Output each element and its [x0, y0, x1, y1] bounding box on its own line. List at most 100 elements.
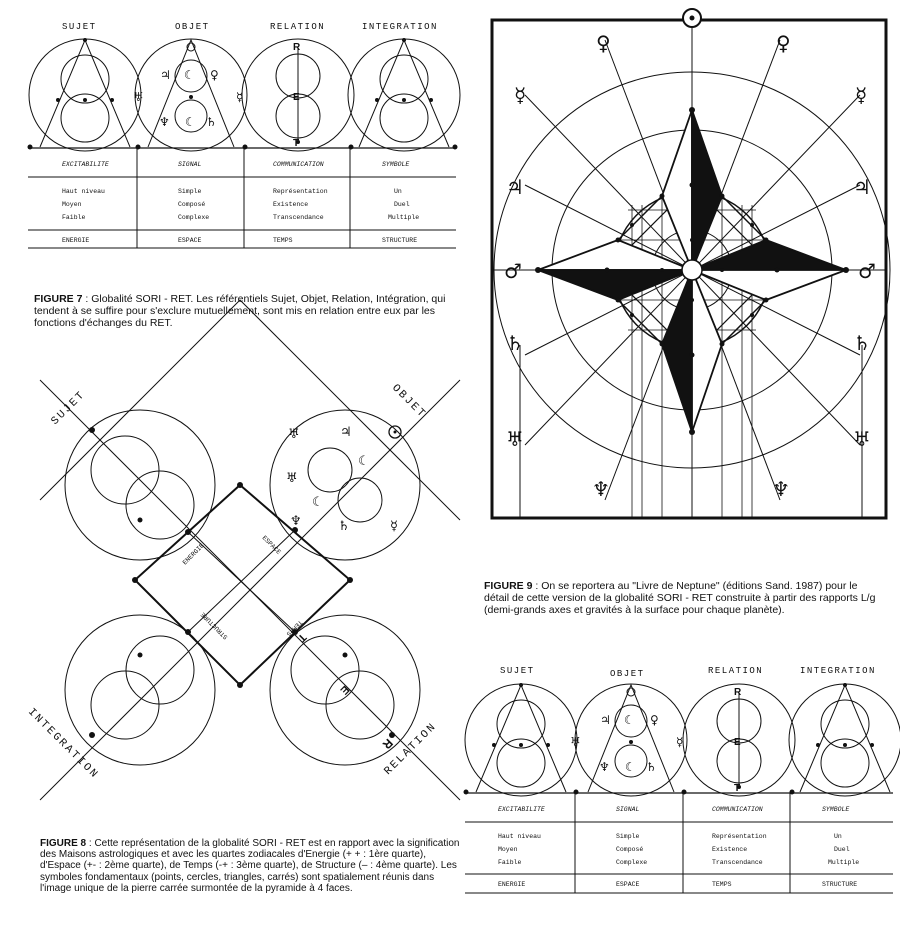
uranus-icon: ♅	[286, 471, 298, 486]
moon-icon: ☾	[185, 115, 196, 129]
fig7-letter-e: E	[293, 92, 300, 103]
fig8-label-integration: INTEGRATION	[25, 706, 100, 781]
jupiter-icon: ♃	[506, 175, 524, 199]
fig7b-col-head: EXCITABILITE	[498, 806, 545, 813]
fig8-central-square	[133, 483, 352, 687]
fig7-cell: Faible	[62, 214, 86, 221]
fig7b-header-relation: RELATION	[708, 666, 763, 676]
saturn-icon: ♄	[506, 331, 524, 355]
fig8-planet-glyphs: ♅ ♃ ☾ ♅ ☾ ♆ ♄ ☿	[286, 425, 398, 534]
fig7-cell: Composé	[178, 201, 205, 208]
fig7b-letter-r: R	[734, 687, 742, 698]
fig7-header-objet: OBJET	[175, 22, 210, 32]
fig8-circle-objet	[269, 409, 421, 561]
fig7-cell: Un	[394, 188, 402, 195]
fig7-small-circle	[174, 99, 208, 133]
fig7-cell: Complexe	[178, 214, 209, 221]
jupiter-icon: ♃	[160, 68, 171, 82]
fig7-header-sujet: SUJET	[62, 22, 97, 32]
fig7-cell: Moyen	[62, 201, 82, 208]
fig7b-small-circle	[614, 704, 648, 738]
fig7-cell: Simple	[178, 188, 202, 195]
fig7b-cell: Haut niveau	[498, 833, 541, 840]
fig7b-cell: Multiple	[828, 859, 859, 866]
uranus-icon: ♅	[133, 90, 144, 104]
fig7b-small-circle	[496, 738, 546, 788]
figure-7: SUJET OBJET RELATION INTEGRATION	[27, 22, 461, 249]
fig7-small-circle	[174, 59, 208, 93]
fig7-col-head: EXCITABILITE	[62, 161, 109, 168]
fig7-col-head: COMMUNICATION	[273, 161, 324, 168]
neptune-icon: ♆	[599, 760, 610, 774]
fig8-small-circle	[290, 635, 360, 705]
fig7b-col-foot: STRUCTURE	[822, 881, 857, 888]
fig7-header-relation: RELATION	[270, 22, 325, 32]
fig7b-col-head: COMMUNICATION	[712, 806, 763, 813]
fig7b-cell: Complexe	[616, 859, 647, 866]
fig7b-col-foot: TEMPS	[712, 881, 732, 888]
fig7-cell: Duel	[394, 201, 410, 208]
fig7b-small-circle	[820, 738, 870, 788]
neptune-icon: ♆	[592, 477, 610, 501]
fig8-circle-sujet	[64, 409, 216, 561]
fig7b-letter-t: T	[734, 783, 740, 794]
fig7b-cell: Faible	[498, 859, 522, 866]
fig7b-cell: Duel	[834, 846, 850, 853]
neptune-icon: ♆	[772, 477, 790, 501]
figure-7-repeat: SUJET OBJET RELATION INTEGRATION	[463, 666, 900, 894]
fig8-square-grid	[187, 531, 296, 633]
mercury-icon: ☿	[514, 83, 526, 107]
fig7-cell: Transcendance	[273, 214, 324, 221]
fig7-letter-t: T	[293, 138, 299, 149]
fig7-small-circle	[60, 93, 110, 143]
fig7b-cell: Représentation	[712, 833, 767, 840]
saturn-icon: ♄	[853, 331, 871, 355]
fig8-letter-r: R	[380, 736, 396, 752]
fig7b-col-head: SIGNAL	[616, 806, 640, 813]
moon-icon: ☾	[625, 760, 636, 774]
fig7b-col-head: SYMBOLE	[822, 806, 849, 813]
uranus-icon: ♅	[570, 735, 581, 749]
fig7-cell: Haut niveau	[62, 188, 105, 195]
fig7b-cell: Existence	[712, 846, 747, 853]
fig7-planet-glyphs: ♃ ☾ ♀ ♅ ☿ ♆ ☾ ♄	[133, 68, 243, 129]
fig9-points	[535, 107, 849, 435]
fig7-col-foot: ESPACE	[178, 237, 202, 244]
fig7-caption-label: FIGURE 7	[34, 293, 83, 305]
fig7-cell: Représentation	[273, 188, 328, 195]
fig8-small-circle	[325, 670, 395, 740]
fig7-small-circle	[379, 93, 429, 143]
jupiter-icon: ♃	[600, 713, 611, 727]
fig7b-letter-e: E	[734, 737, 741, 748]
fig7b-cell: Composé	[616, 846, 643, 853]
fig8-points	[89, 427, 395, 738]
fig8-label-energie: ENERGIE	[181, 542, 205, 566]
fig7-col-head: SYMBOLE	[382, 161, 409, 168]
mars-icon: ♂	[858, 259, 876, 283]
mercury-icon: ☿	[390, 519, 398, 534]
fig8-label-objet: OBJET	[389, 382, 428, 421]
fig8-square-grid	[187, 529, 296, 633]
venus-icon: ♀	[650, 713, 659, 727]
venus-icon: ♀	[210, 68, 219, 82]
mercury-icon: ☿	[676, 735, 683, 749]
neptune-icon: ♆	[290, 514, 302, 529]
jupiter-icon: ♃	[853, 175, 871, 199]
mercury-icon: ☿	[236, 90, 243, 104]
figure-8: ♅ ♃ ☾ ♅ ☾ ♆ ♄ ☿ SUJET OBJET INTEGRATION …	[25, 299, 461, 801]
fig7b-col-foot: ENERGIE	[498, 881, 525, 888]
fig7-sun-mark	[186, 42, 196, 52]
fig7-caption: FIGURE 7 : Globalité SORI - RET. Les réf…	[34, 293, 454, 329]
moon-icon: ☾	[184, 68, 195, 82]
fig8-small-circle	[90, 670, 160, 740]
neptune-icon: ♆	[159, 115, 170, 129]
fig7b-circle-relation	[682, 683, 796, 797]
fig7b-small-circle	[820, 699, 870, 749]
fig7-cell: Existence	[273, 201, 308, 208]
venus-icon: ♀	[596, 31, 611, 55]
fig7b-cell: Simple	[616, 833, 640, 840]
mercury-icon: ☿	[855, 83, 867, 107]
mars-icon: ♂	[504, 259, 522, 283]
fig7-circle-relation	[241, 38, 355, 152]
uranus-icon: ♅	[288, 427, 300, 442]
